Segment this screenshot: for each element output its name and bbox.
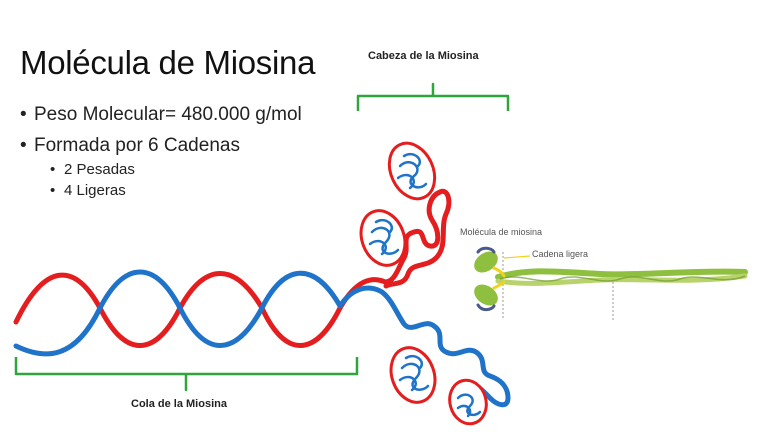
bullet-molecular-weight: Peso Molecular= 480.000 g/mol [20,104,302,126]
sub-bullet-list: 2 Pesadas 4 Ligeras [34,161,302,199]
heavy-chain-red [13,188,452,348]
light-chain-4 [448,378,488,426]
bullet-chains: Formada por 6 Cadenas 2 Pesadas 4 Ligera… [20,135,302,199]
tail-bracket [14,357,359,392]
head-bracket [356,82,510,111]
head-label: Cabeza de la Miosina [368,50,479,62]
tail-label: Cola de la Miosina [131,398,227,410]
heavy-chain-blue [13,269,511,408]
inset-light-chain-label: Cadena ligera [532,249,589,259]
slide-title: Molécula de Miosina [20,44,316,81]
light-chain-3 [389,346,437,404]
sub-bullet-heavy: 2 Pesadas [50,161,302,178]
bullet-list: Peso Molecular= 480.000 g/mol Formada po… [20,104,302,208]
sub-bullet-light: 4 Ligeras [50,182,302,199]
light-chain-1 [387,141,437,201]
light-chain-2 [359,209,407,267]
inset-myosin-illustration [474,246,748,320]
inset-title-label: Molécula de miosina [460,227,543,237]
bullet-chains-text: Formada por 6 Cadenas [34,135,240,156]
